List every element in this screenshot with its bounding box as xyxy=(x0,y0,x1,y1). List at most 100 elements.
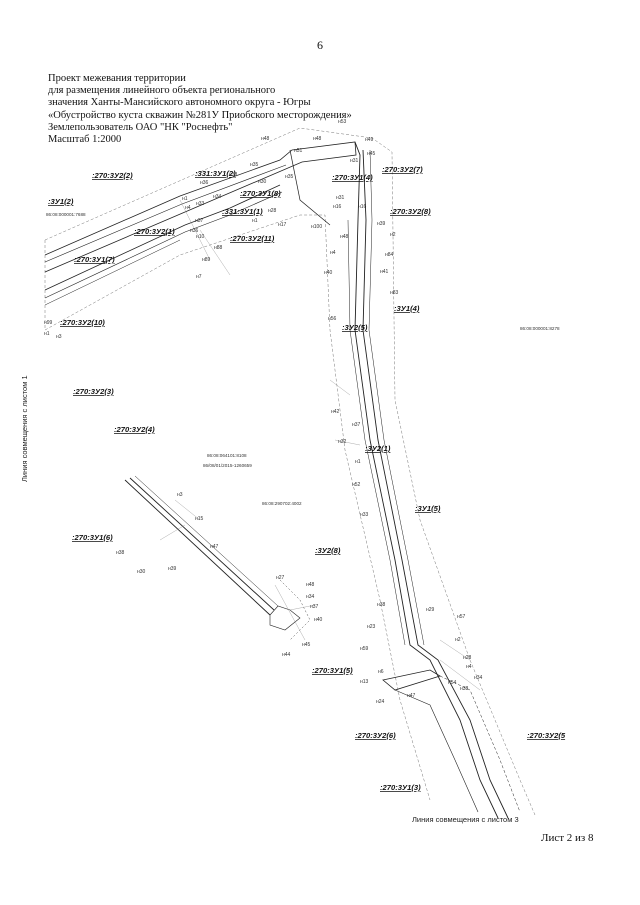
plot-label: :3У2(5) xyxy=(342,323,368,332)
point-label: н38 xyxy=(460,686,469,692)
point-label: н40 xyxy=(324,270,333,276)
point-label: н17 xyxy=(278,222,287,228)
sheet-footer: Лист 2 из 8 xyxy=(541,832,594,844)
header-line: для размещения линейного объекта региона… xyxy=(48,85,276,97)
plot-label: :3У2(1) xyxy=(365,444,391,453)
point-label: н54 xyxy=(448,680,457,686)
cadastral-number: 86:08:290702:4002 xyxy=(262,501,302,506)
point-label: н16 xyxy=(358,204,367,210)
point-label: н35 xyxy=(285,174,294,180)
point-label: н7 xyxy=(196,274,202,280)
page-number: 6 xyxy=(317,38,323,52)
point-label: н34 xyxy=(306,594,315,600)
point-label: н44 xyxy=(282,652,291,658)
point-label: н16 xyxy=(333,204,342,210)
point-label: н41 xyxy=(380,269,389,275)
point-label: н1 xyxy=(355,459,361,465)
plot-label: :270:3У2(10) xyxy=(60,318,105,327)
point-label: н56 xyxy=(328,316,337,322)
point-label: н48 xyxy=(261,136,270,142)
point-label: н13 xyxy=(360,679,369,685)
point-label: н31 xyxy=(336,195,345,201)
point-label: н49 xyxy=(365,137,374,143)
plot-label: :270:3У1(3) xyxy=(380,783,421,792)
point-label: н4 xyxy=(330,250,336,256)
point-label: н83 xyxy=(390,290,399,296)
point-label: н39 xyxy=(168,566,177,572)
header-line: Землепользователь ОАО "НК "Роснефть" xyxy=(48,121,233,133)
cadastral-number: 86/08/01/2015-1260659 xyxy=(203,463,252,468)
plot-label: :3У1(2) xyxy=(48,197,74,206)
point-label: н4 xyxy=(466,664,472,670)
plot-label: :3У1(5) xyxy=(415,504,441,513)
map-header: Проект межевания территории для размещен… xyxy=(48,73,352,146)
header-line: Масштаб 1:2000 xyxy=(48,134,122,146)
plot-label: :331:3У1(2) xyxy=(195,169,236,178)
point-label: н45 xyxy=(367,151,376,157)
point-label: н3 xyxy=(177,492,183,498)
point-label: н48 xyxy=(313,136,322,142)
point-label: н28 xyxy=(268,208,277,214)
plot-label: :3У2(8) xyxy=(315,546,341,555)
point-label: н23 xyxy=(367,624,376,630)
cadastral-numbers: 86:08:000001:7688 86:08:000001:8278 86:0… xyxy=(46,212,560,506)
plot-label: :270:3У2(3) xyxy=(73,387,114,396)
point-label: н99 xyxy=(44,320,53,326)
point-label: н29 xyxy=(426,607,435,613)
point-label: н10 xyxy=(196,234,205,240)
plot-label: :270:3У2(11) xyxy=(230,234,275,243)
plot-label: :270:3У2(6) xyxy=(355,731,396,740)
point-label: н30 xyxy=(137,569,146,575)
point-label: н38 xyxy=(229,172,238,178)
point-label: н37 xyxy=(310,604,319,610)
alignment-bottom-label: Линия совмещения с листом 3 xyxy=(412,815,519,824)
plot-label: :331:3У1(1) xyxy=(222,207,263,216)
offset-lines xyxy=(159,199,481,691)
point-label: н45 xyxy=(302,642,311,648)
point-label: н57 xyxy=(457,614,466,620)
plot-label: :270:3У1(4) xyxy=(332,173,373,182)
point-label: н84 xyxy=(385,252,394,258)
point-label: н15 xyxy=(195,516,204,522)
cadastral-number: 86:08:000001:8278 xyxy=(520,326,560,331)
plot-label: :3У1(4) xyxy=(394,304,420,313)
point-label: н32 xyxy=(338,439,347,445)
point-label: н36 xyxy=(190,228,199,234)
point-label: н59 xyxy=(360,646,369,652)
cadastral-number: 86:08:064101:8108 xyxy=(207,453,247,458)
corridor-main xyxy=(347,141,521,819)
point-label: н33 xyxy=(196,201,205,207)
point-label: н89 xyxy=(202,257,211,263)
point-label: н33 xyxy=(360,512,369,518)
point-label: н51 xyxy=(294,148,303,154)
point-label: н48 xyxy=(340,234,349,240)
point-labels: н48 н53 н51 н48 н49 н35 н38 н36 н30 н31 … xyxy=(44,119,483,705)
point-label: н28 xyxy=(463,655,472,661)
point-label: н2 xyxy=(455,637,461,643)
point-label: н34 xyxy=(474,675,483,681)
point-label: н38 xyxy=(116,550,125,556)
point-label: н39 xyxy=(377,221,386,227)
point-label: н37 xyxy=(352,422,361,428)
point-label: н47 xyxy=(210,544,219,550)
point-label: н3 xyxy=(56,334,62,340)
point-label: н6 xyxy=(378,669,384,675)
plot-label: :270:3У2(1) xyxy=(134,227,175,236)
plot-label: :270:3У1(5) xyxy=(312,666,353,675)
alignment-left-label: Линия совмещения с листом 1 xyxy=(20,375,29,482)
point-label: н48 xyxy=(306,582,315,588)
point-label: н1 xyxy=(182,196,188,202)
point-label: н40 xyxy=(314,617,323,623)
point-label: н100 xyxy=(311,224,322,230)
point-label: н36 xyxy=(200,180,209,186)
point-label: н42 xyxy=(331,409,340,415)
plot-label: :270:3У2(5 xyxy=(527,731,566,740)
header-line: «Обустройство куста скважин №281У Приобс… xyxy=(48,109,352,121)
point-label: н31 xyxy=(350,158,359,164)
point-label: н35 xyxy=(250,162,259,168)
plot-label: :270:3У2(7) xyxy=(382,165,423,174)
point-label: н27 xyxy=(276,575,285,581)
plot-label: :270:3У1(6) xyxy=(72,533,113,542)
point-label: н34 xyxy=(213,194,222,200)
